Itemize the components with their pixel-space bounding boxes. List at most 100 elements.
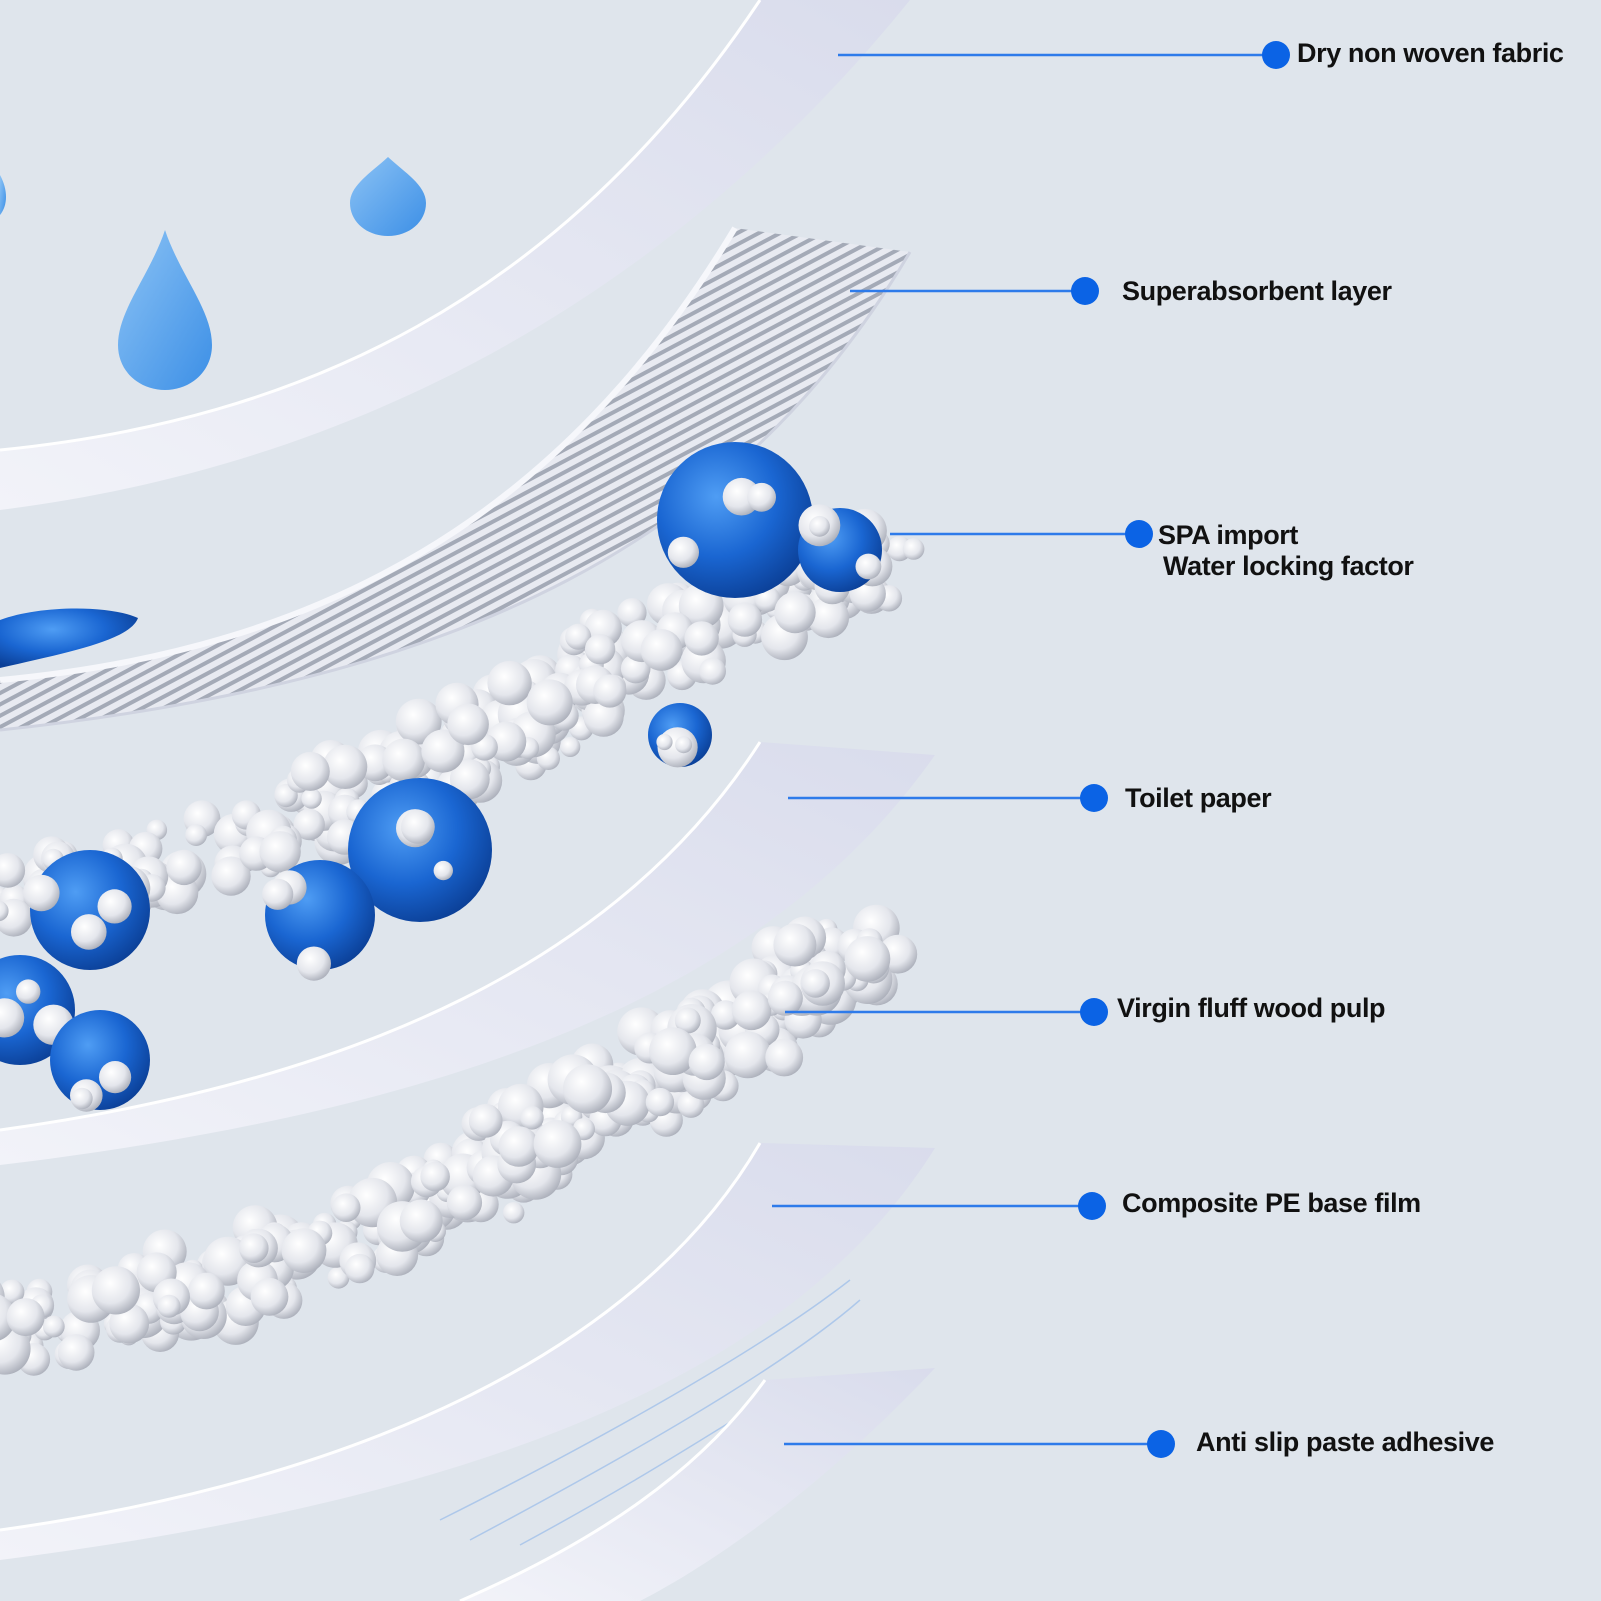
pulp-granule — [281, 1228, 327, 1273]
pulp-granule — [449, 759, 490, 800]
pulp-granule — [468, 1103, 503, 1138]
leader-dot-icon — [1080, 998, 1108, 1026]
leader-dot-icon — [1147, 1430, 1175, 1458]
pulp-granule — [99, 1061, 132, 1094]
pulp-granule — [395, 698, 442, 745]
pulp-granule — [421, 729, 465, 773]
label-water-locking-factor: Water locking factor — [1163, 551, 1414, 581]
pulp-granule — [533, 1120, 582, 1168]
leader-dot-icon — [1078, 1192, 1106, 1220]
pulp-granule — [323, 744, 368, 790]
pulp-granule — [902, 538, 925, 560]
pulp-granule — [674, 1007, 701, 1034]
leader-dot-icon — [1125, 520, 1153, 548]
sheet-anti-slip-paste-adhesive — [459, 1368, 935, 1601]
pulp-granule — [678, 583, 724, 629]
pulp-granule — [399, 1199, 443, 1243]
pulp-granule — [801, 969, 830, 998]
water-drop-icon — [0, 157, 426, 390]
leader-dot-icon — [1080, 784, 1108, 812]
pulp-granule — [855, 553, 882, 580]
pulp-granule — [617, 598, 647, 628]
pulp-granule — [42, 1315, 65, 1338]
pulp-granule — [157, 1294, 181, 1318]
pulp-granule — [185, 824, 208, 846]
pulp-granule — [188, 1272, 225, 1310]
pulp-granule — [640, 629, 683, 671]
granule-cluster-lower — [0, 904, 918, 1376]
pulp-granule — [487, 660, 532, 706]
pulp-granule — [262, 878, 294, 910]
pulp-granule — [667, 536, 700, 568]
sheet-superabsorbent-layer — [0, 226, 912, 732]
pulp-granule — [724, 1031, 772, 1079]
pulp-granule — [844, 936, 891, 982]
pulp-granule — [503, 1202, 525, 1224]
pulp-granule — [675, 736, 693, 754]
pulp-granule — [656, 733, 673, 751]
pulp-granule — [211, 856, 251, 896]
pulp-granule — [593, 674, 627, 708]
pulp-granule — [584, 634, 616, 665]
pulp-granule — [382, 738, 426, 782]
pulp-granule — [6, 1298, 45, 1337]
pulp-granule — [773, 923, 817, 967]
pulp-granule — [57, 1334, 95, 1371]
pulp-granule — [727, 602, 763, 637]
pulp-granule — [16, 979, 41, 1004]
spa-bead — [348, 778, 492, 922]
granule-cluster-upper — [0, 442, 925, 1112]
pulp-granule — [97, 889, 132, 924]
pulp-granule — [290, 751, 330, 791]
pulp-granule — [807, 596, 850, 639]
leader-dot-icon — [1262, 41, 1290, 69]
pulp-granule — [649, 1027, 697, 1075]
pulp-granule — [0, 900, 9, 922]
pulp-granule — [774, 591, 816, 634]
pulp-granule — [345, 1253, 375, 1284]
leader-lines — [772, 41, 1290, 1458]
sheet-dry-non-woven-fabric — [0, 0, 910, 510]
pulp-granule — [166, 849, 202, 886]
pulp-granule — [446, 1184, 483, 1221]
label-spa-import: SPA import Water locking factor — [1158, 520, 1414, 581]
pulp-granule — [301, 788, 322, 809]
sheet-toilet-paper — [0, 741, 935, 1165]
pulp-granule — [0, 998, 25, 1038]
pulp-granule — [91, 1266, 140, 1315]
pulp-granule — [0, 853, 26, 888]
pulp-granule — [447, 703, 489, 746]
pulp-granule — [767, 980, 803, 1016]
spa-bead — [657, 442, 813, 598]
pulp-granule — [562, 1064, 613, 1114]
label-virgin-fluff-wood-pulp: Virgin fluff wood pulp — [1117, 993, 1386, 1023]
label-composite-pe-base-film: Composite PE base film — [1122, 1188, 1421, 1218]
pulp-granule — [420, 1161, 450, 1192]
leader-dot-icon — [1071, 277, 1099, 305]
pulp-granule — [765, 1038, 804, 1077]
pulp-granule — [71, 1087, 93, 1110]
pulp-granule — [684, 621, 719, 656]
pulp-granule — [71, 914, 107, 950]
pulp-granule — [688, 1043, 725, 1081]
pulp-granule — [401, 810, 435, 844]
pulp-granule — [296, 946, 331, 981]
label-toilet-paper: Toilet paper — [1125, 783, 1272, 813]
pulp-granule — [645, 1087, 675, 1117]
sheet-composite-pe-base-film — [0, 1142, 935, 1560]
pulp-granule — [520, 1106, 544, 1130]
label-anti-slip-paste-adhesive: Anti slip paste adhesive — [1196, 1427, 1494, 1457]
pulp-granule — [250, 1277, 289, 1316]
label-dry-non-woven-fabric: Dry non woven fabric — [1297, 38, 1564, 68]
pulp-granule — [239, 1233, 269, 1263]
pulp-granule — [433, 860, 453, 881]
pulp-granule — [293, 808, 325, 841]
pulp-granule — [331, 1193, 361, 1222]
spa-bead — [30, 850, 150, 970]
pulp-granule — [565, 623, 592, 650]
pulp-granule — [699, 657, 726, 685]
label-superabsorbent-layer: Superabsorbent layer — [1122, 276, 1392, 306]
pulp-granule — [731, 990, 772, 1031]
pulp-granule — [0, 1279, 25, 1305]
